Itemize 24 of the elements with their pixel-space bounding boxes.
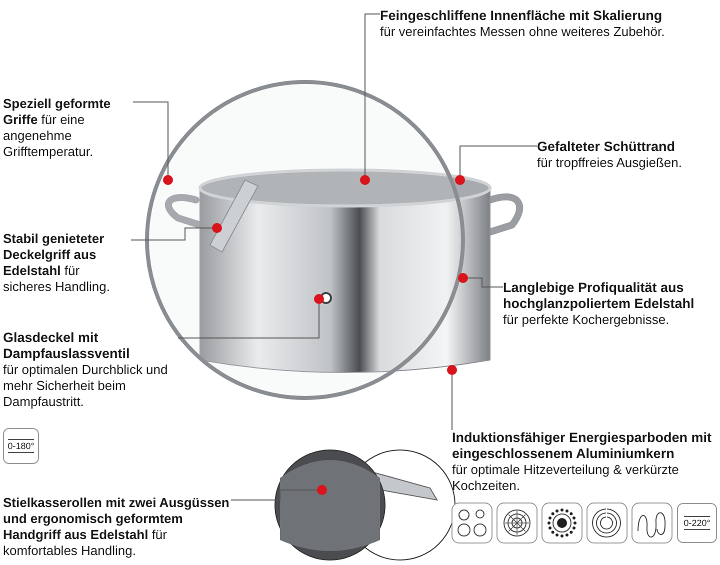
callout-text: für vereinfachtes Messen ohne weiteres Zubehör. — [380, 24, 666, 40]
callout-heading: Glasdeckel mit Dampfauslassventil — [3, 330, 131, 362]
leader-line — [468, 278, 504, 288]
callout-heading: Langlebige Profiqualität aus hochglanzpoliertem Edelstahl — [503, 280, 696, 312]
callout-heading: Feingeschliffene Innenfläche mit Skalierung — [380, 8, 664, 24]
callout-text: für optimale Hitzeverteilung & verkürzte Kochzeiten. — [452, 462, 680, 494]
leader-line — [130, 228, 212, 240]
leader-line — [230, 490, 318, 500]
leader-line — [364, 14, 380, 176]
callout-text: für perfekte Kochergebnisse. — [503, 312, 670, 328]
callout-text: für optimalen Durchblick und mehr Sicherheit beim Dampfaustritt. — [3, 362, 169, 410]
callout-text: für tropffreies Ausgießen. — [537, 155, 684, 171]
callout-text: Stielkasserollen mit zwei Ausgüssen und ergonomisch geformtem Handgriff aus Edelstahl für komfortables Handling. — [3, 495, 231, 559]
callout-heading: Gefalteter Schüttrand — [537, 139, 676, 155]
callout-dot — [447, 365, 457, 375]
callout-heading: Induktionsfähiger Energiesparboden mit eingeschlossenem Aluminiumkern — [452, 430, 713, 462]
callout-dot — [163, 175, 173, 185]
temperature-range-label: 0-220° — [684, 516, 710, 530]
callout-text: Speziell geformte Griffe für eine angenehme Grifftemperatur. — [3, 96, 133, 160]
temperature-range-label: 0-180° — [8, 439, 34, 453]
leader-line — [132, 102, 168, 176]
leader-line — [178, 304, 320, 338]
callout-text: Stabil genieteter Deckelgriff aus Edelstahl für sicheres Handling. — [3, 231, 131, 295]
leader-line — [460, 146, 538, 176]
